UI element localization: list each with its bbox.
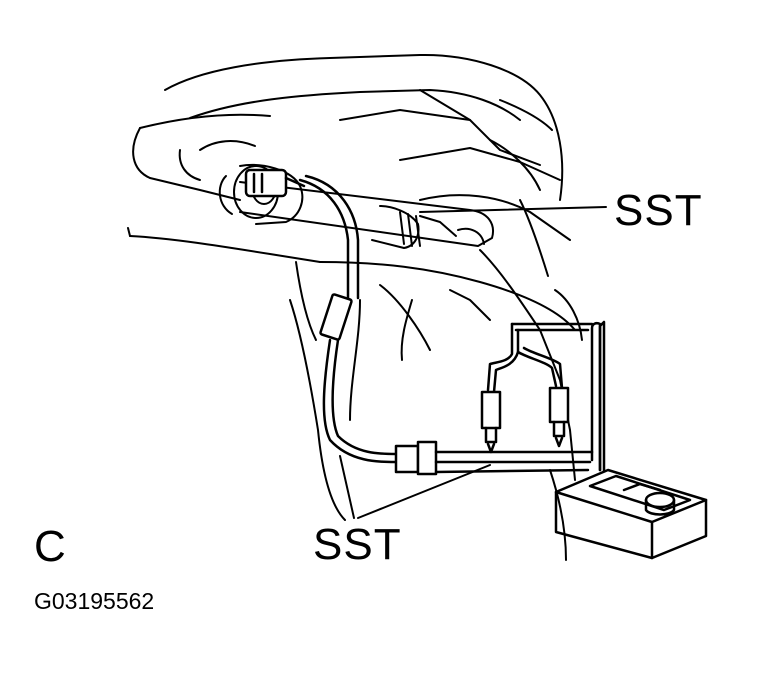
sst-label-upper: SST (614, 186, 703, 235)
connector-icon (244, 168, 306, 198)
sst-label-lower: SST (313, 520, 402, 569)
tester-box-icon (554, 468, 708, 560)
view-letter: C (34, 522, 66, 571)
engine-frame-outline (132, 53, 571, 241)
figure-id: G03195562 (34, 588, 155, 614)
sst-probe-wires (480, 320, 606, 476)
lower-frame-outline (127, 199, 583, 561)
sst-hose (298, 174, 594, 476)
leader-lines (339, 206, 607, 519)
